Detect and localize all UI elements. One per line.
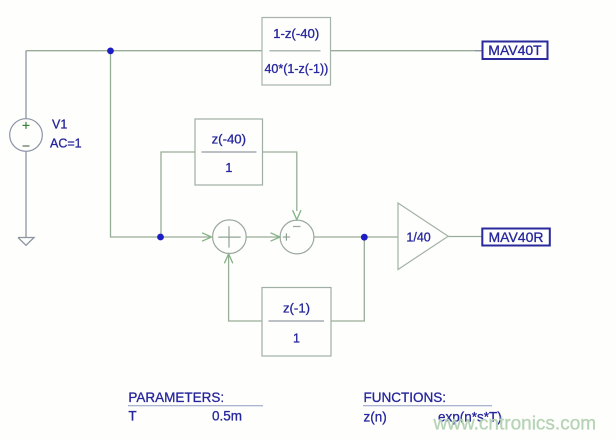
svg-text:z(-1): z(-1) [283, 301, 310, 316]
svg-text:0.5m: 0.5m [212, 409, 242, 424]
svg-text:www.cntronics.com: www.cntronics.com [433, 414, 597, 435]
svg-text:1-z(-40): 1-z(-40) [273, 26, 319, 41]
svg-text:z(-40): z(-40) [212, 131, 246, 146]
svg-text:40*(1-z(-1)): 40*(1-z(-1)) [264, 62, 328, 76]
svg-text:V1: V1 [52, 118, 67, 132]
svg-text:1: 1 [293, 332, 300, 346]
svg-text:1: 1 [225, 161, 232, 175]
svg-text:exp(n*s*T): exp(n*s*T) [438, 410, 502, 425]
svg-text:AC=1: AC=1 [50, 137, 82, 151]
svg-text:T: T [128, 409, 136, 424]
svg-text:FUNCTIONS:: FUNCTIONS: [364, 390, 447, 405]
svg-text:MAV40R: MAV40R [489, 229, 544, 245]
svg-text:z(n): z(n) [364, 410, 387, 425]
svg-text:1/40: 1/40 [406, 230, 430, 244]
svg-text:PARAMETERS:: PARAMETERS: [128, 390, 224, 405]
svg-text:MAV40T: MAV40T [488, 42, 542, 58]
